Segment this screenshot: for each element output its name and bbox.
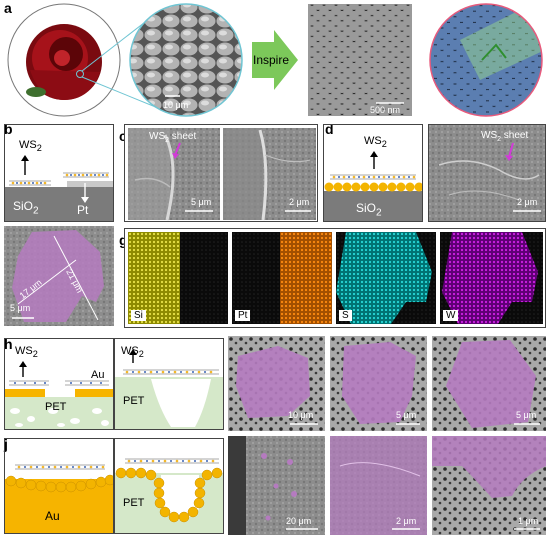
panel-c-scale-1: 5 μm	[191, 197, 212, 207]
panel-e-sheet-tail: sheet	[501, 130, 529, 141]
panel-d-ws2-text: WS	[364, 135, 382, 147]
panel-e-sem: WS2 sheet 2 μm	[428, 124, 546, 222]
panel-i-sem-2: 5 μm	[330, 336, 427, 431]
eds-s-label: S	[339, 310, 352, 321]
panel-d-label: d	[325, 121, 334, 137]
panel-d-sio2-text: SiO	[356, 201, 377, 215]
ws2-flake-highlight	[12, 230, 104, 322]
panel-k-sem-2: 2 μm	[330, 436, 427, 535]
panel-c-frame: WS2 sheet 5 μm 2 μm	[124, 124, 318, 222]
panel-k-sem-3: 1 μm	[432, 436, 546, 535]
panel-g-eds-frame: Si Pt S W	[124, 228, 546, 328]
panel-a-figure: 10 μm Inspire 500 nm	[7, 3, 543, 117]
eds-map-si: Si	[128, 232, 228, 324]
panel-k-scale-1: 20 μm	[286, 516, 312, 526]
panel-a-label: a	[4, 0, 12, 16]
eds-map-pt: Pt	[232, 232, 332, 324]
panel-c-sheet-text: WS	[149, 131, 166, 142]
panel-k-sem-1: 20 μm	[228, 436, 325, 535]
panel-c-scale-2: 2 μm	[289, 197, 310, 207]
panel-a-scale-left: 10 μm	[163, 100, 188, 110]
nanosphere-sem-image	[308, 4, 412, 116]
coated-nanosphere-image	[430, 4, 542, 116]
panel-j-schematic-1: Au	[4, 438, 114, 534]
eds-w-label: W	[443, 310, 459, 321]
panel-h-schematic-1: WS2 Au PET	[4, 338, 114, 430]
panel-h-ws2-subscript: 2	[32, 349, 38, 360]
panel-h-ws2-text: WS	[15, 345, 33, 357]
panel-h-label: h	[4, 336, 13, 352]
panel-i-scale-2: 5 μm	[396, 410, 417, 420]
panel-d-sio2-subscript: 2	[376, 207, 382, 219]
panel-h-pet-text-1: PET	[45, 401, 67, 413]
eds-map-s: S	[336, 232, 436, 324]
panel-b-label: b	[4, 121, 13, 137]
panel-i-sem-1: 10 μm	[228, 336, 325, 431]
panel-g-label: g	[119, 232, 128, 248]
inspire-arrow	[252, 30, 298, 90]
panel-e-sheet-text: WS	[481, 130, 498, 141]
panel-c-sheet-subscript: 2	[165, 137, 170, 144]
panel-e-scale: 2 μm	[517, 197, 538, 207]
panel-b-schematic: WS2 SiO2 Pt	[4, 124, 114, 222]
panel-b-ws2-subscript: 2	[36, 143, 42, 154]
panel-j-au-text: Au	[45, 509, 60, 523]
panel-a-scale-right: 500 nm	[370, 105, 400, 115]
panel-d-schematic: WS2 SiO2	[323, 124, 423, 222]
eds-pt-label: Pt	[235, 310, 251, 321]
panel-i-scale-1: 10 μm	[288, 410, 314, 420]
inspire-text: Inspire	[253, 53, 289, 67]
panel-h-ws2b-text: WS	[121, 345, 139, 357]
panel-e-sheet-subscript: 2	[497, 136, 502, 143]
panel-c-sheet-tail: sheet	[169, 131, 197, 142]
panel-k-scale-2: 2 μm	[396, 516, 417, 526]
panel-i-scale-3: 5 μm	[516, 410, 537, 420]
panel-b-ws2-text: WS	[19, 139, 37, 151]
panel-j-label: j	[4, 436, 8, 452]
sem-rose-petal-image	[130, 4, 242, 116]
panel-b-sio2-text: SiO	[13, 199, 34, 213]
panel-j-pet-text: PET	[123, 497, 145, 509]
panel-f-sem: 17 μm 21 μm 5 μm	[4, 226, 114, 326]
panel-d-ws2-subscript: 2	[381, 139, 387, 150]
panel-h-schematic-2: WS2 PET	[114, 338, 224, 430]
panel-k-scale-3: 1 μm	[518, 516, 539, 526]
panel-b-pt-text: Pt	[77, 203, 89, 217]
panel-c-label: c	[119, 128, 127, 144]
panel-b-sio2-subscript: 2	[33, 205, 39, 217]
rose-image	[26, 24, 102, 100]
panel-h-ws2b-subscript: 2	[138, 349, 144, 360]
eds-map-w: W	[440, 232, 543, 324]
panel-h-au-text: Au	[91, 369, 105, 381]
eds-si-label: Si	[131, 310, 146, 321]
panel-i-sem-3: 5 μm	[432, 336, 546, 431]
panel-f-scale: 5 μm	[10, 303, 31, 313]
panel-j-schematic-2: PET	[114, 438, 224, 534]
panel-h-pet-text-2: PET	[123, 395, 145, 407]
